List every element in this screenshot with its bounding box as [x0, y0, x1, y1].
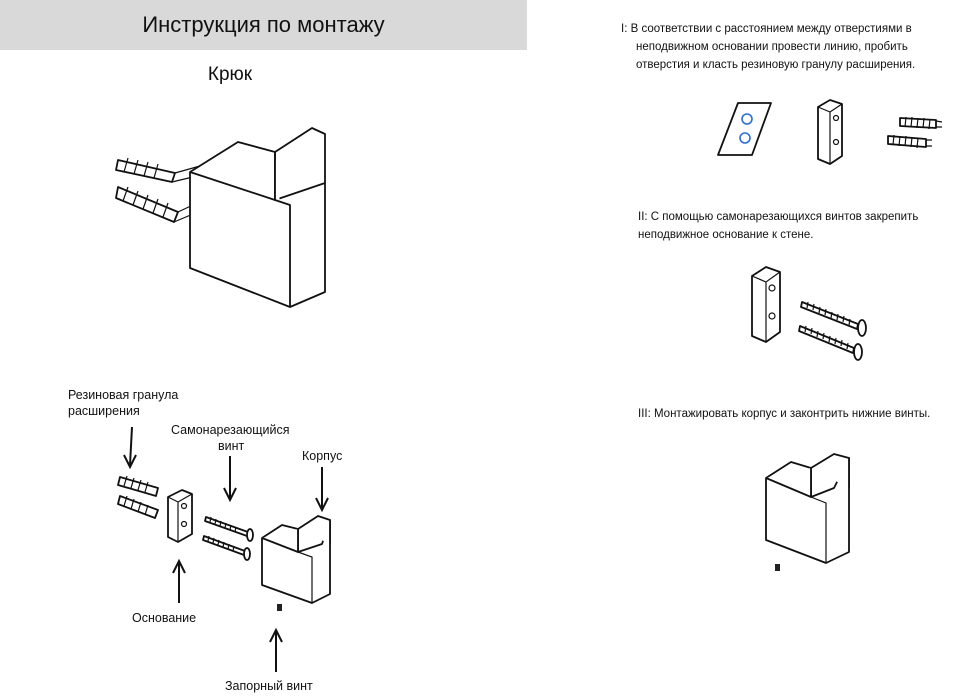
lock-screw-part	[277, 604, 282, 611]
page-title-bar: Инструкция по монтажу	[0, 0, 527, 50]
hook-body	[765, 453, 850, 564]
screw-parts	[798, 301, 867, 361]
screw-parts	[202, 516, 254, 561]
screw-label-line2: винт	[218, 439, 245, 453]
step2-line1: II: С помощью самонарезающихся винтов за…	[638, 211, 919, 223]
anchor-label-line2: расширения	[68, 404, 140, 418]
step1-line2: неподвижном основании провести линию, пр…	[636, 41, 908, 53]
rubber-anchor-parts	[887, 116, 943, 149]
body-part	[261, 515, 331, 604]
lock-screw-part	[775, 564, 780, 571]
anchor-label-line1: Резиновая гранула	[68, 388, 179, 402]
base-plate-part	[167, 489, 193, 543]
arrow-down-icon	[223, 456, 237, 503]
arrow-up-icon	[172, 558, 186, 603]
step2-line2: неподвижное основание к стене.	[638, 229, 814, 241]
lock-screw-label: Запорный винт	[225, 679, 313, 693]
base-plate-part	[817, 99, 843, 165]
base-plate-part	[751, 266, 781, 343]
step1-line1: I: В соответствии с расстоянием между от…	[621, 23, 912, 35]
arrow-up-icon	[269, 627, 283, 672]
base-label: Основание	[132, 611, 197, 625]
rubber-anchor-parts	[117, 475, 159, 519]
arrow-down-icon	[315, 467, 329, 513]
page-subtitle: Крюк	[207, 64, 253, 85]
arrow-down-icon	[123, 426, 137, 470]
body-label: Корпус	[302, 449, 343, 463]
hook-body	[189, 127, 326, 308]
step3-line1: III: Монтажировать корпус и законтрить н…	[638, 408, 931, 420]
wall-marking-part	[717, 102, 772, 156]
page-title: Инструкция по монтажу	[142, 12, 385, 37]
screw-label-line1: Самонарезающийся	[171, 423, 290, 437]
step1-line3: отверстия и класть резиновую гранулу рас…	[636, 59, 916, 71]
